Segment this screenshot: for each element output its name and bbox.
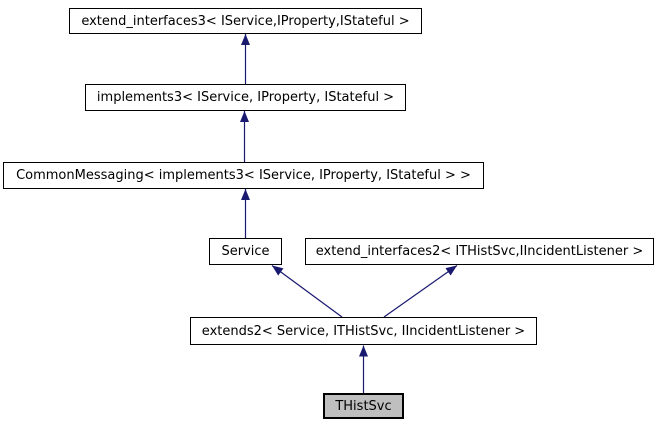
node-extends2[interactable]: extends2< Service, ITHistSvc, IIncidentL… [190, 317, 537, 345]
node-service[interactable]: Service [209, 238, 282, 265]
edge-extends2-to-extend_interfaces2 [383, 265, 458, 318]
edge-extends2-to-service [271, 265, 343, 318]
node-extend_interfaces2[interactable]: extend_interfaces2< ITHistSvc,IIncidentL… [305, 238, 654, 265]
node-common-messaging[interactable]: CommonMessaging< implements3< IService, … [3, 162, 484, 189]
node-thistsvc-current: THistSvc [323, 393, 404, 419]
node-implements3[interactable]: implements3< IService, IProperty, IState… [85, 84, 406, 111]
node-extend_interfaces3[interactable]: extend_interfaces3< IService,IProperty,I… [69, 8, 422, 34]
